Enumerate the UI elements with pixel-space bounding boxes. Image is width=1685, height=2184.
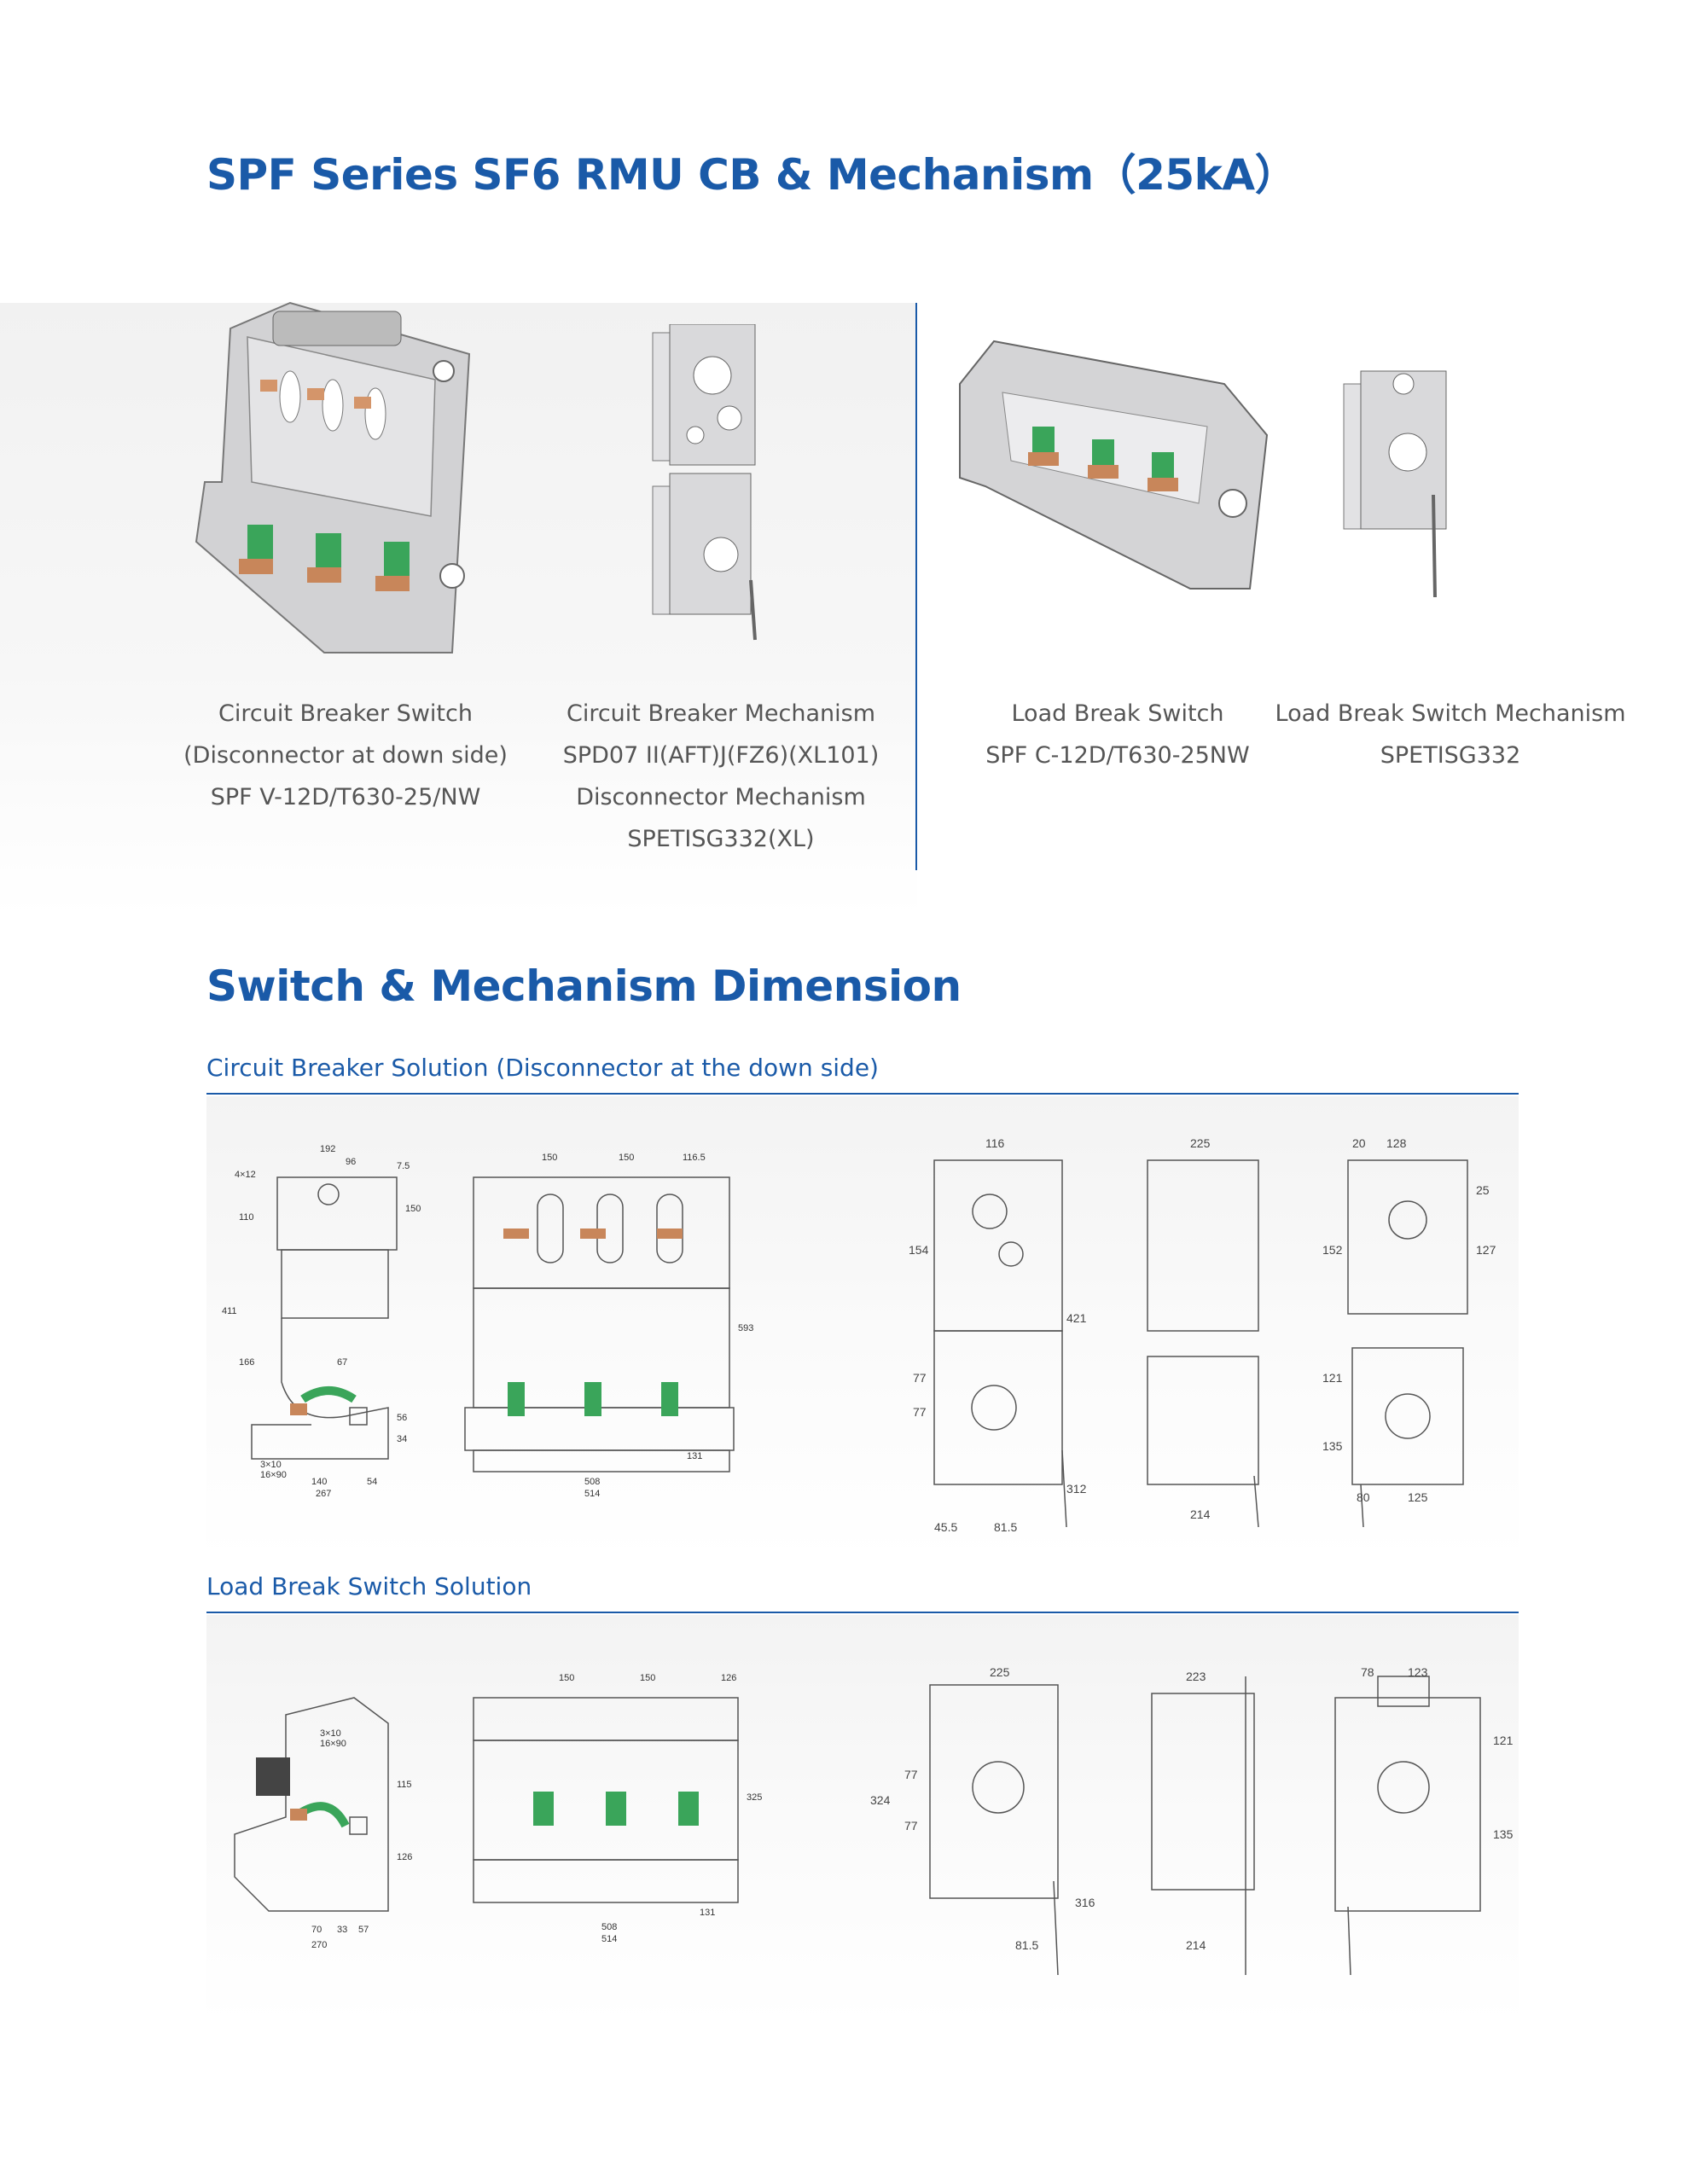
svg-text:96: 96 [346,1157,356,1167]
svg-text:225: 225 [990,1665,1010,1679]
svg-text:77: 77 [904,1768,918,1781]
svg-text:25: 25 [1476,1183,1490,1197]
svg-text:514: 514 [601,1934,617,1944]
svg-text:150: 150 [640,1673,655,1683]
caption-circuit-breaker-mechanism: Circuit Breaker Mechanism SPD07 II(AFT)J… [562,700,880,852]
section-heading-load-break: Load Break Switch Solution [206,1572,532,1600]
svg-text:70: 70 [311,1925,322,1935]
svg-text:126: 126 [397,1852,412,1862]
svg-text:131: 131 [687,1451,702,1461]
cb-front-view-drawing: 150 150 116.5 593 131 508 514 [464,1153,753,1499]
section-rule-lbs [206,1612,1519,1613]
panel-divider [915,303,917,870]
svg-text:270: 270 [311,1940,327,1950]
section-heading-circuit-breaker: Circuit Breaker Solution (Disconnector a… [206,1054,879,1082]
svg-text:77: 77 [913,1405,927,1419]
svg-text:123: 123 [1408,1665,1428,1679]
svg-text:77: 77 [913,1371,927,1385]
svg-text:81.5: 81.5 [994,1520,1017,1534]
svg-text:411: 411 [222,1306,237,1316]
svg-text:150: 150 [559,1673,574,1683]
section-rule-cb [206,1093,1519,1095]
svg-text:514: 514 [584,1489,600,1499]
cb-mechanism-front-drawing: 116 154 421 77 77 312 45.5 81.5 [909,1136,1087,1534]
caption-load-break-switch-mechanism: Load Break Switch Mechanism SPETISG332 [1275,700,1626,769]
load-break-switch-mechanism-image [1343,370,1447,598]
svg-text:508: 508 [601,1922,617,1932]
svg-text:316: 316 [1075,1896,1095,1909]
svg-text:116.5: 116.5 [683,1153,706,1163]
svg-text:150: 150 [619,1153,634,1163]
svg-text:150: 150 [542,1153,557,1163]
svg-text:77: 77 [904,1819,918,1833]
svg-text:128: 128 [1386,1136,1407,1150]
lbs-front-view-drawing: 150 150 126 325 131 508 514 [473,1673,762,1944]
svg-text:45.5: 45.5 [934,1520,957,1534]
svg-text:57: 57 [358,1925,369,1935]
svg-text:140: 140 [311,1477,327,1487]
svg-text:214: 214 [1186,1938,1206,1952]
svg-text:115: 115 [397,1780,412,1790]
svg-text:78: 78 [1361,1665,1374,1679]
svg-text:81.5: 81.5 [1015,1938,1038,1952]
svg-text:4×12: 4×12 [235,1170,256,1180]
svg-text:325: 325 [747,1792,762,1803]
svg-text:126: 126 [721,1673,736,1683]
svg-text:593: 593 [738,1323,753,1333]
svg-text:3×10: 3×10 [320,1728,341,1739]
cb-mechanism-rear-drawing: 20 128 25 152 127 121 135 80 125 [1322,1136,1496,1528]
svg-text:225: 225 [1190,1136,1211,1150]
caption-circuit-breaker-switch: Circuit Breaker Switch (Disconnector at … [183,700,508,810]
svg-text:56: 56 [397,1413,407,1423]
circuit-breaker-mechanism-image [652,324,757,641]
svg-text:54: 54 [367,1477,377,1487]
svg-text:166: 166 [239,1357,254,1368]
svg-text:121: 121 [1322,1371,1343,1385]
svg-text:127: 127 [1476,1243,1496,1257]
svg-text:7.5: 7.5 [397,1161,410,1171]
cb-drawing-area [206,1096,1519,1561]
svg-text:135: 135 [1493,1827,1514,1841]
circuit-breaker-switch-image [195,301,471,653]
cb-side-view-drawing: 192 96 7.5 4×12 110 150 411 166 67 56 34… [222,1144,421,1499]
svg-text:3×10: 3×10 [260,1460,282,1470]
load-break-switch-image [959,340,1269,590]
dimension-title: Switch & Mechanism Dimension [206,961,962,1011]
lbs-mechanism-front-drawing: 225 324 77 77 316 81.5 [870,1665,1095,1976]
svg-text:214: 214 [1190,1507,1211,1521]
svg-text:267: 267 [316,1489,331,1499]
svg-text:80: 80 [1357,1490,1370,1504]
svg-text:150: 150 [405,1204,421,1214]
lbs-side-view-drawing: 3×10 16×90 115 126 70 33 57 270 [234,1697,412,1950]
svg-text:152: 152 [1322,1243,1343,1257]
svg-text:67: 67 [337,1357,347,1368]
svg-text:154: 154 [909,1243,929,1257]
svg-text:192: 192 [320,1144,335,1154]
page-title: SPF Series SF6 RMU CB & Mechanism（25kA） [206,150,1298,200]
svg-text:508: 508 [584,1477,600,1487]
svg-text:20: 20 [1352,1136,1366,1150]
svg-text:131: 131 [700,1908,715,1918]
lbs-drawing-area [206,1615,1519,2024]
svg-text:421: 421 [1066,1311,1087,1325]
lbs-mechanism-rear-drawing: 78 123 121 135 [1334,1665,1514,1976]
svg-text:135: 135 [1322,1439,1343,1453]
svg-text:324: 324 [870,1793,891,1807]
svg-text:34: 34 [397,1434,407,1444]
lbs-mechanism-side-drawing: 223 214 [1151,1670,1255,1975]
svg-text:125: 125 [1408,1490,1428,1504]
svg-text:16×90: 16×90 [260,1470,287,1480]
svg-text:110: 110 [239,1212,254,1223]
cb-mechanism-side-drawing: 225 214 [1147,1136,1259,1528]
svg-text:223: 223 [1186,1670,1206,1683]
svg-text:121: 121 [1493,1734,1514,1747]
svg-text:312: 312 [1066,1482,1087,1496]
svg-text:33: 33 [337,1925,347,1935]
caption-load-break-switch: Load Break Switch SPF C-12D/T630-25NW [985,700,1250,769]
svg-text:116: 116 [985,1136,1005,1150]
svg-text:16×90: 16×90 [320,1739,346,1749]
